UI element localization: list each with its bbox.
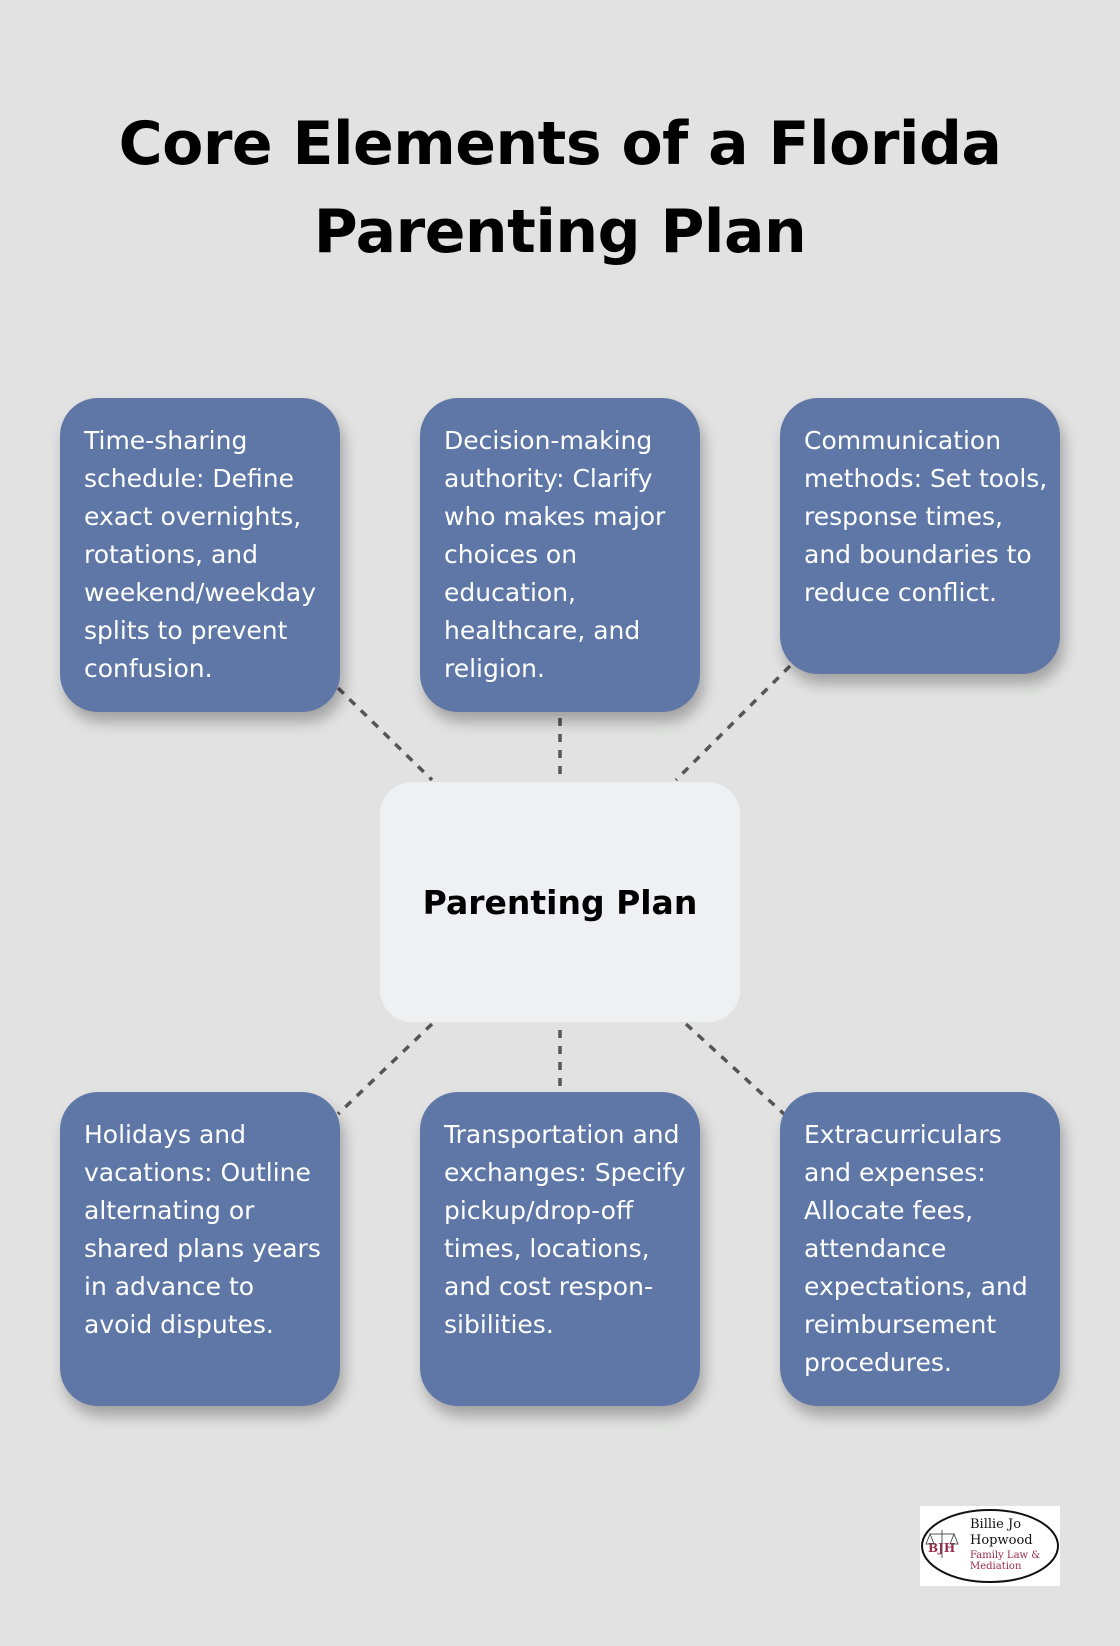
svg-text:Hopwood: Hopwood xyxy=(970,1533,1033,1548)
svg-text:Billie Jo: Billie Jo xyxy=(970,1517,1021,1532)
firm-logo: BJH Billie Jo Hopwood Family Law & Media… xyxy=(920,1506,1060,1586)
connector-bottom-right xyxy=(684,1022,786,1116)
connector-top-right xyxy=(674,664,792,782)
node-transportation-and-exchanges: Transportation and exchanges: Specify pi… xyxy=(420,1092,700,1406)
node-communication-methods: Communication methods: Set tools, respon… xyxy=(780,398,1060,674)
page-title: Core Elements of a Florida Parenting Pla… xyxy=(118,109,1002,267)
node-extracurriculars-and-expenses: Extracurriculars and expenses: Allocate … xyxy=(780,1092,1060,1406)
connector-bottom-left xyxy=(336,1022,434,1116)
center-node-label: Parenting Plan xyxy=(422,882,698,922)
node-decision-making-authority: Decision-making authority: Clarify who m… xyxy=(420,398,700,712)
node-time-sharing-schedule: Time-sharing schedule: Define exact over… xyxy=(60,398,340,712)
connector-top-left xyxy=(336,686,434,782)
svg-text:Family Law &: Family Law & xyxy=(970,1550,1040,1561)
node-holidays-and-vacations: Holidays and vacations: Outline alternat… xyxy=(60,1092,340,1406)
center-node: Parenting Plan xyxy=(380,782,740,1022)
svg-text:Mediation: Mediation xyxy=(970,1561,1022,1572)
